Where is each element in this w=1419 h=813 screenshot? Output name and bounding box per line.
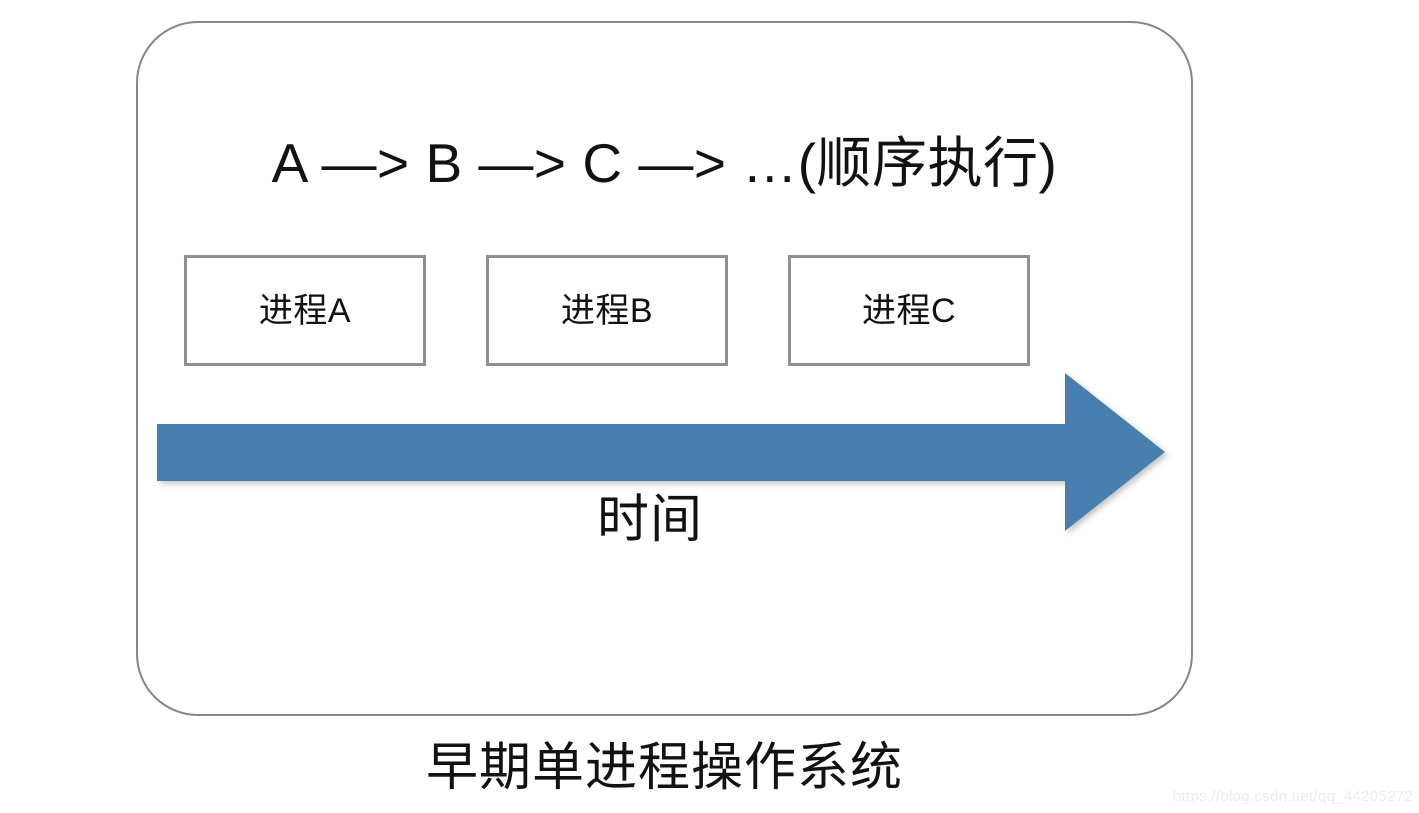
process-box-c-label: 进程C: [861, 291, 957, 330]
process-box-a: 进程A: [184, 255, 426, 366]
sequence-text: A —> B —> C —> …(顺序执行): [271, 132, 1058, 194]
process-box-a-label: 进程A: [258, 291, 352, 330]
process-box-b: 进程B: [486, 255, 728, 366]
watermark-text: https://blog.csdn.net/qq_44205272: [1172, 788, 1413, 805]
process-box-c: 进程C: [788, 255, 1030, 366]
diagram-caption: 早期单进程操作系统: [425, 739, 903, 797]
time-axis-label: 时间: [596, 491, 703, 549]
time-arrow-icon: [150, 366, 1175, 541]
diagram-frame: [136, 21, 1193, 716]
process-box-b-label: 进程B: [560, 291, 654, 330]
